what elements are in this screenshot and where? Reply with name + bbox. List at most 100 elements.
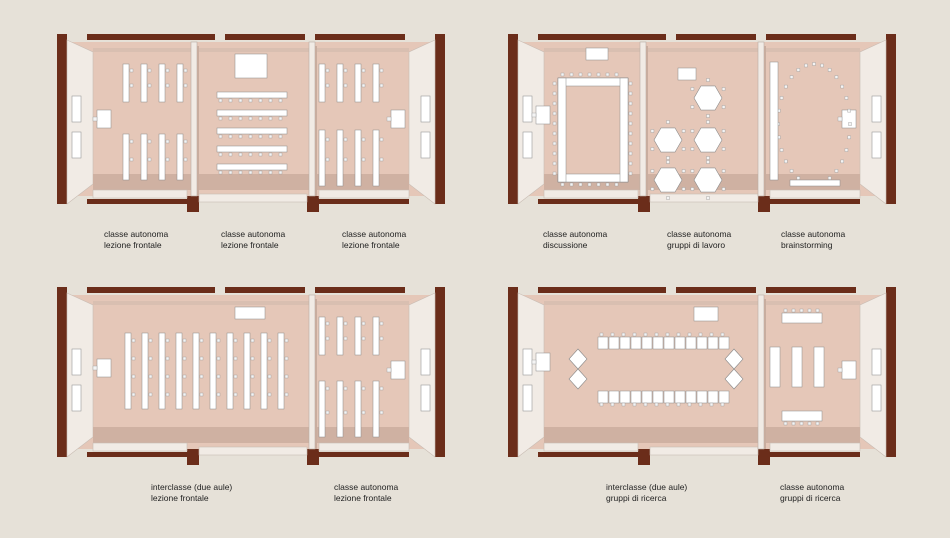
- chair: [628, 91, 633, 96]
- chair: [183, 68, 188, 73]
- chair: [325, 157, 330, 162]
- chair: [343, 386, 348, 391]
- wall-top-b: [225, 287, 305, 293]
- chair: [278, 98, 283, 103]
- chair: [614, 182, 619, 187]
- chair: [783, 421, 788, 426]
- desk: [707, 390, 719, 404]
- chair: [709, 332, 714, 337]
- desk: [781, 312, 823, 324]
- group-table: [693, 127, 723, 153]
- chair: [325, 68, 330, 73]
- chair: [698, 402, 703, 407]
- chair: [199, 338, 204, 343]
- window-bottom-c: [318, 189, 410, 199]
- desk: [685, 336, 697, 350]
- wall-face-top: [93, 301, 409, 305]
- desk: [791, 346, 803, 388]
- chair: [129, 83, 134, 88]
- chair: [183, 139, 188, 144]
- chair: [791, 308, 796, 313]
- wall-left: [508, 287, 518, 457]
- desk: [372, 129, 380, 187]
- floor-shadow: [544, 427, 860, 443]
- desk: [769, 346, 781, 388]
- partition-1: [757, 41, 765, 197]
- chair: [628, 121, 633, 126]
- chair: [698, 332, 703, 337]
- wall-top-c: [766, 34, 856, 40]
- group-table: [693, 85, 723, 111]
- chair: [844, 96, 849, 100]
- bench-left: [769, 61, 779, 181]
- chair: [258, 98, 263, 103]
- chair: [552, 131, 557, 136]
- chair: [628, 171, 633, 176]
- chair: [199, 374, 204, 379]
- wall-top-a: [87, 287, 215, 293]
- chair: [531, 112, 537, 118]
- chair: [278, 116, 283, 121]
- desk: [158, 63, 166, 103]
- bench-bottom: [789, 179, 841, 187]
- partition-0: [757, 294, 765, 450]
- desk: [318, 380, 326, 438]
- desk: [354, 63, 362, 103]
- chair: [182, 356, 187, 361]
- chair: [840, 84, 844, 89]
- wall-bottom-c: [319, 199, 409, 204]
- desk: [390, 360, 406, 380]
- chair: [690, 105, 695, 109]
- window-bottom-b: [649, 446, 759, 456]
- chair: [92, 365, 98, 371]
- chair: [343, 137, 348, 142]
- desk: [372, 380, 380, 438]
- chair: [834, 75, 839, 79]
- chair: [165, 338, 170, 343]
- partition-shadow-0: [764, 299, 766, 449]
- chair: [218, 170, 223, 175]
- window-left-2: [522, 384, 533, 412]
- chair: [379, 386, 384, 391]
- window-bottom-b: [649, 193, 759, 203]
- chair: [628, 131, 633, 136]
- chair: [666, 120, 670, 124]
- chair: [587, 182, 592, 187]
- chair: [596, 182, 601, 187]
- chair: [325, 336, 330, 341]
- chair: [218, 116, 223, 121]
- chair: [690, 129, 695, 133]
- desk: [336, 129, 344, 187]
- chair: [182, 338, 187, 343]
- chair: [148, 374, 153, 379]
- wall-top-b: [676, 287, 756, 293]
- chair: [720, 332, 725, 337]
- chair: [596, 72, 601, 77]
- wall-bottom-c: [770, 452, 860, 457]
- chair: [820, 63, 824, 68]
- chair: [847, 135, 851, 140]
- desk: [140, 63, 148, 103]
- window-bottom-a: [92, 189, 188, 199]
- chair: [267, 356, 272, 361]
- desk: [663, 336, 675, 350]
- chair: [587, 72, 592, 77]
- desk: [372, 63, 380, 103]
- chair: [552, 81, 557, 86]
- wall-top-c: [315, 34, 405, 40]
- caption-br-1: interclasse (due aule)gruppi di ricerca: [606, 482, 688, 503]
- pillar-a: [187, 194, 199, 212]
- chair: [643, 402, 648, 407]
- chair: [343, 83, 348, 88]
- desk: [216, 145, 288, 153]
- chair: [628, 161, 633, 166]
- chair: [165, 139, 170, 144]
- chair: [628, 151, 633, 156]
- chair: [233, 392, 238, 397]
- desk: [535, 352, 551, 372]
- chair: [837, 116, 843, 122]
- floor-shadow: [93, 174, 409, 190]
